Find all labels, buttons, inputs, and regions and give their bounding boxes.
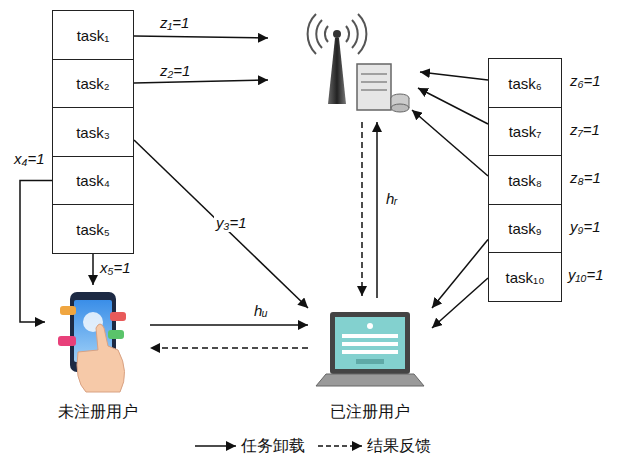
radio-waves [308, 14, 367, 54]
task-label: task₇ [509, 123, 542, 140]
offload-arrow [432, 278, 488, 328]
variable-label: z₂=1 [158, 62, 192, 80]
offload-arrow [134, 80, 268, 83]
task-label: task₁ [77, 27, 110, 44]
variable-label: y₁₀=1 [566, 266, 606, 284]
task-label: task₃ [76, 124, 110, 141]
server-box [357, 64, 391, 110]
offload-arrow [432, 240, 488, 309]
offload-arrow [134, 36, 268, 38]
task-label: task₂ [76, 75, 109, 92]
variable-label: z₆=1 [568, 72, 603, 90]
offload-arrow [418, 88, 488, 124]
user-label: 已注册用户 [330, 402, 410, 423]
user-device: 未注册用户 [45, 285, 150, 423]
task-label: task₁₀ [506, 269, 545, 286]
variable-label: y₉=1 [568, 218, 603, 236]
legend-dashed-sample [318, 445, 362, 447]
task-box: task₉ [488, 204, 562, 254]
feedback-arrow [150, 347, 308, 349]
edge-label: y₃=1 [214, 214, 249, 232]
edge-label: x₄=1 [12, 150, 47, 168]
phone-illustration [58, 292, 126, 392]
hand [77, 324, 125, 392]
variable-label: hᵣ [384, 190, 399, 208]
task-label: task₄ [76, 172, 110, 189]
offload-arrow [134, 140, 308, 308]
legend-solid-sample [195, 445, 236, 447]
feedback-arrow [361, 122, 363, 296]
base-station-icon [308, 14, 409, 112]
offload-arrow [420, 72, 488, 80]
task-label: task₈ [508, 172, 542, 189]
task-box: task₄ [52, 156, 134, 206]
task-label: task₅ [76, 221, 110, 238]
user-label: 未注册用户 [58, 402, 138, 423]
task-box: task₅ [52, 204, 134, 254]
task-box: task₁ [52, 10, 134, 60]
task-box: task₈ [488, 155, 562, 205]
edge-label: x₅=1 [98, 259, 133, 277]
edge-label: hᵤ [252, 302, 270, 320]
legend-text: 结果反馈 [367, 436, 431, 456]
antenna-top [333, 30, 341, 38]
offload-arrows [134, 36, 488, 298]
legend-text: 任务卸载 [241, 436, 305, 456]
laptop-screen-frame [330, 312, 410, 374]
task-box: task₂ [52, 59, 134, 109]
task-box: task₇ [488, 107, 562, 157]
offload-arrow [20, 181, 52, 323]
antenna-mast [328, 38, 346, 104]
variable-label: z₈=1 [568, 169, 603, 187]
laptop-screen [335, 317, 405, 369]
task-box: task₁₀ [488, 252, 562, 302]
task-label: task₉ [508, 220, 541, 237]
task-box: task₃ [52, 107, 134, 157]
user-device: 已注册用户 [308, 300, 432, 423]
task-label: task₆ [508, 75, 542, 92]
laptop-base [316, 374, 424, 386]
variable-label: z₇=1 [568, 121, 602, 139]
offload-arrow [150, 324, 308, 326]
variable-label: z₁=1 [158, 14, 191, 32]
offload-arrow [412, 110, 488, 176]
uplink-arrow [376, 122, 378, 298]
task-box: task₆ [488, 58, 562, 108]
offload-arrow [92, 254, 94, 285]
laptop-illustration [316, 312, 424, 386]
